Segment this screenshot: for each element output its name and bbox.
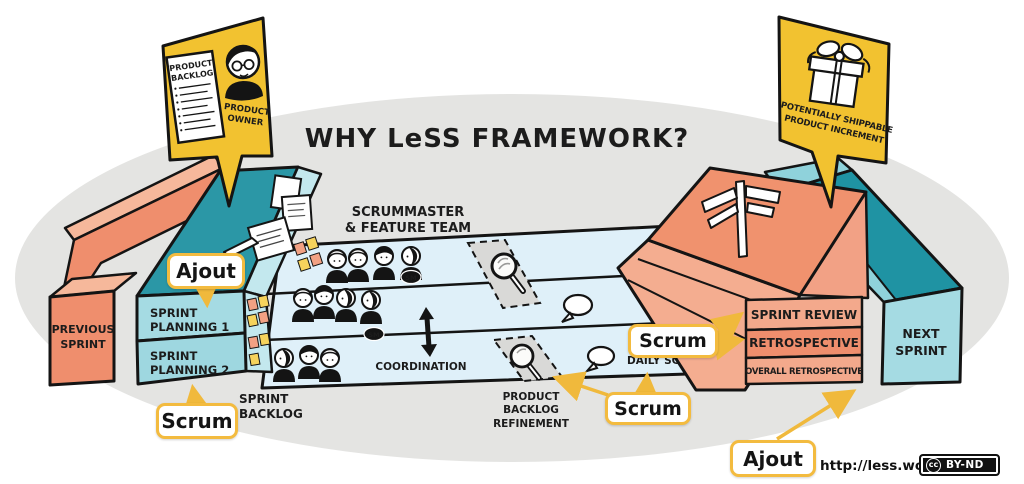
feature-team-lane-3 xyxy=(272,345,342,382)
svg-text:SPRINT: SPRINT xyxy=(895,343,947,358)
sticky-notes xyxy=(246,236,324,367)
annotation-ajout-right: Ajout xyxy=(730,440,816,477)
annotation-scrum-daily: Scrum xyxy=(605,392,691,425)
sprint-review-block: SPRINT REVIEW RETROSPECTIVE OVERALL RETR… xyxy=(616,166,870,392)
product-owner-avatar xyxy=(225,44,263,101)
less-works-url: http://less.works xyxy=(820,458,948,474)
svg-text:SM: SM xyxy=(368,331,379,339)
svg-text:BACKLOG: BACKLOG xyxy=(239,407,303,421)
overall-retrospective-label: OVERALL RETROSPECTIVE xyxy=(745,367,863,377)
page-title: WHY LeSS FRAMEWORK? xyxy=(305,124,689,154)
svg-text:SCRUMMASTER: SCRUMMASTER xyxy=(352,205,465,220)
cc-by-nd-badge: cc BY-ND xyxy=(919,454,1000,476)
signpost-icon xyxy=(701,180,781,258)
license-label: BY-ND xyxy=(946,459,984,471)
svg-text:REFINEMENT: REFINEMENT xyxy=(493,418,570,430)
retrospective-label: RETROSPECTIVE xyxy=(749,336,859,350)
sprint-planning-1-label: SPRINT xyxy=(150,306,197,320)
sprint-backlog-label: SPRINT BACKLOG xyxy=(239,392,303,421)
previous-sprint-label: PREVIOUS xyxy=(52,323,115,336)
svg-text:BACKLOG: BACKLOG xyxy=(503,404,559,416)
gift-icon xyxy=(807,40,871,109)
annotation-ajout-left: Ajout xyxy=(167,253,245,289)
annotation-scrum-left: Scrum xyxy=(156,403,238,439)
svg-text:& FEATURE TEAM: & FEATURE TEAM xyxy=(345,221,471,236)
product-owner-callout: PRODUCT BACKLOG PRODUCT xyxy=(161,16,274,208)
cc-icon: cc xyxy=(926,457,941,473)
svg-text:SM: SM xyxy=(405,274,416,282)
feature-team-lane-1: SM xyxy=(325,246,423,285)
scrummaster-feature-team-label: SCRUMMASTER & FEATURE TEAM xyxy=(345,205,471,236)
planning-papers xyxy=(246,174,314,262)
scrummaster-badge: SM xyxy=(400,269,422,285)
coordination-arrow-icon xyxy=(419,307,437,357)
svg-text:PRODUCT: PRODUCT xyxy=(503,391,561,403)
sprint-planning-2-label: SPRINT xyxy=(150,349,197,363)
sprint-review-label: SPRINT REVIEW xyxy=(751,308,857,322)
scrummaster-badge: SM xyxy=(363,326,385,342)
svg-text:SPRINT: SPRINT xyxy=(239,392,289,406)
magnifier-icon xyxy=(490,252,526,294)
svg-text:SPRINT: SPRINT xyxy=(60,338,106,351)
annotation-scrum-right: Scrum xyxy=(628,324,718,358)
coordination-label: COORDINATION xyxy=(375,361,466,373)
product-backlog-refinement-label: PRODUCT BACKLOG REFINEMENT xyxy=(493,391,570,430)
svg-text:PLANNING 2: PLANNING 2 xyxy=(150,363,229,377)
product-backlog-document: PRODUCT BACKLOG xyxy=(165,49,226,145)
speech-bubble-icon xyxy=(561,293,594,323)
previous-sprint-block: PREVIOUS SPRINT xyxy=(48,271,138,387)
speech-bubble-icon xyxy=(583,345,616,373)
next-sprint-label: NEXT xyxy=(902,326,940,341)
product-increment-callout: POTENTIALLY SHIPPABLE PRODUCT INCREMENT xyxy=(777,15,894,209)
magnifier-icon xyxy=(509,343,542,381)
svg-text:PLANNING 1: PLANNING 1 xyxy=(150,320,229,334)
feature-team-lane-2: SM xyxy=(291,285,385,342)
